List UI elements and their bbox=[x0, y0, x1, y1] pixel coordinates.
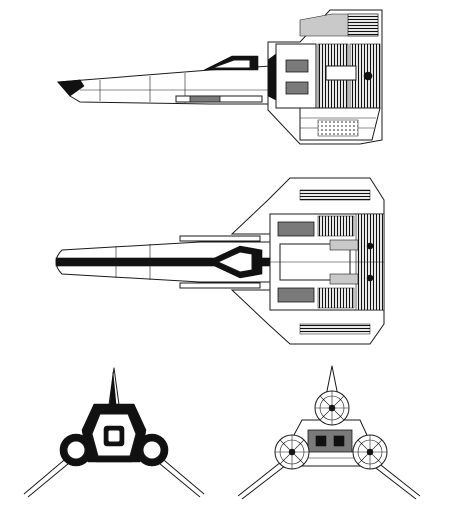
rear-view bbox=[237, 365, 421, 500]
rear-wing-left bbox=[237, 457, 287, 497]
side-nose-tip bbox=[57, 79, 85, 97]
top-view bbox=[55, 177, 385, 345]
top-center-stripe bbox=[55, 257, 307, 267]
top-laser-cannon-left bbox=[179, 235, 261, 242]
front-view bbox=[23, 367, 205, 498]
side-view bbox=[56, 9, 383, 145]
top-laser-cannon-right bbox=[179, 282, 261, 289]
